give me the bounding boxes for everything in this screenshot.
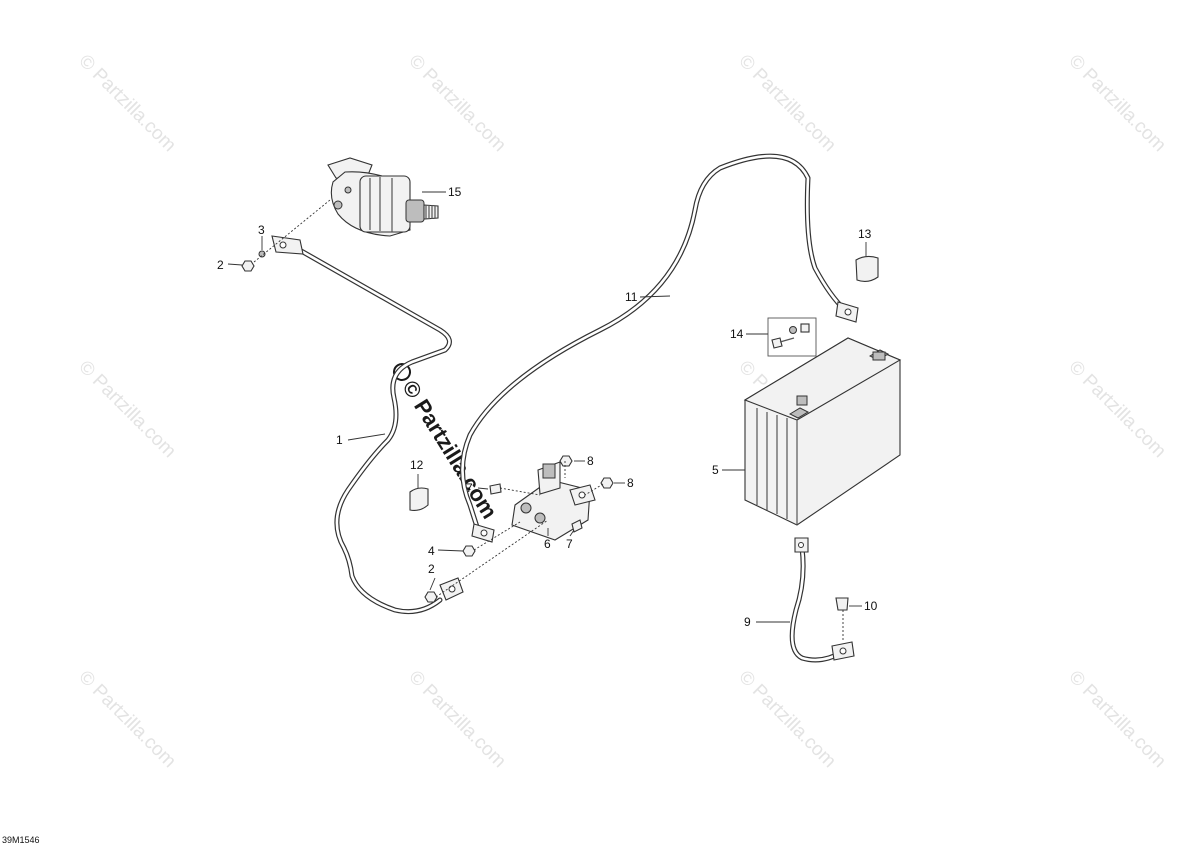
callout-7: 7	[466, 481, 473, 495]
callout-4: 4	[428, 544, 435, 558]
callout-8: 8	[587, 454, 594, 468]
watermark: © Partzilla.com	[74, 667, 179, 772]
watermark-center: © Partzilla.com	[393, 363, 502, 523]
callout-1: 1	[336, 433, 343, 447]
terminal-boot-13	[855, 255, 879, 283]
callouts: 1 2 2 3 4 5 6 7 7 8 8 9 10 11 12 13 14 1…	[217, 185, 878, 629]
hardware	[241, 250, 849, 611]
watermark: © Partzilla.com	[404, 51, 509, 156]
callout-14: 14	[730, 327, 744, 341]
assembly-lines	[253, 199, 844, 642]
callout-9: 9	[744, 615, 751, 629]
callout-2: 2	[217, 258, 224, 272]
callout-15: 15	[448, 185, 462, 199]
callout-13: 13	[858, 227, 872, 241]
callout-5: 5	[712, 463, 719, 477]
callout-8: 8	[627, 476, 634, 490]
callout-11: 11	[625, 290, 638, 304]
battery-negative-cable	[789, 537, 855, 663]
callout-6: 6	[544, 537, 551, 551]
watermark: © Partzilla.com	[404, 667, 509, 772]
watermark: © Partzilla.com	[74, 357, 179, 462]
battery-positive-cable	[460, 153, 859, 543]
callout-3: 3	[258, 223, 265, 237]
watermark: © Partzilla.com	[1064, 51, 1169, 156]
watermark: © Partzilla.com	[1064, 667, 1169, 772]
callout-7: 7	[566, 537, 573, 551]
terminal-bolt-kit	[767, 317, 817, 357]
watermark: © Partzilla.com	[74, 51, 179, 156]
starter-cable	[271, 235, 464, 615]
watermark: © Partzilla.com	[1064, 357, 1169, 462]
leader-lines	[227, 191, 867, 623]
callout-2: 2	[428, 562, 435, 576]
starter-solenoid	[511, 461, 596, 541]
watermark: © Partzilla.com	[734, 667, 839, 772]
diagram-code: 39M1546	[2, 835, 40, 845]
watermark: © Partzilla.com	[734, 51, 839, 156]
battery	[743, 337, 902, 526]
callout-12: 12	[410, 458, 424, 472]
watermark-grid: © Partzilla.com © Partzilla.com © Partzi…	[74, 51, 1169, 772]
terminal-boot-12	[409, 487, 429, 511]
callout-10: 10	[864, 599, 878, 613]
starter-motor	[327, 157, 439, 237]
